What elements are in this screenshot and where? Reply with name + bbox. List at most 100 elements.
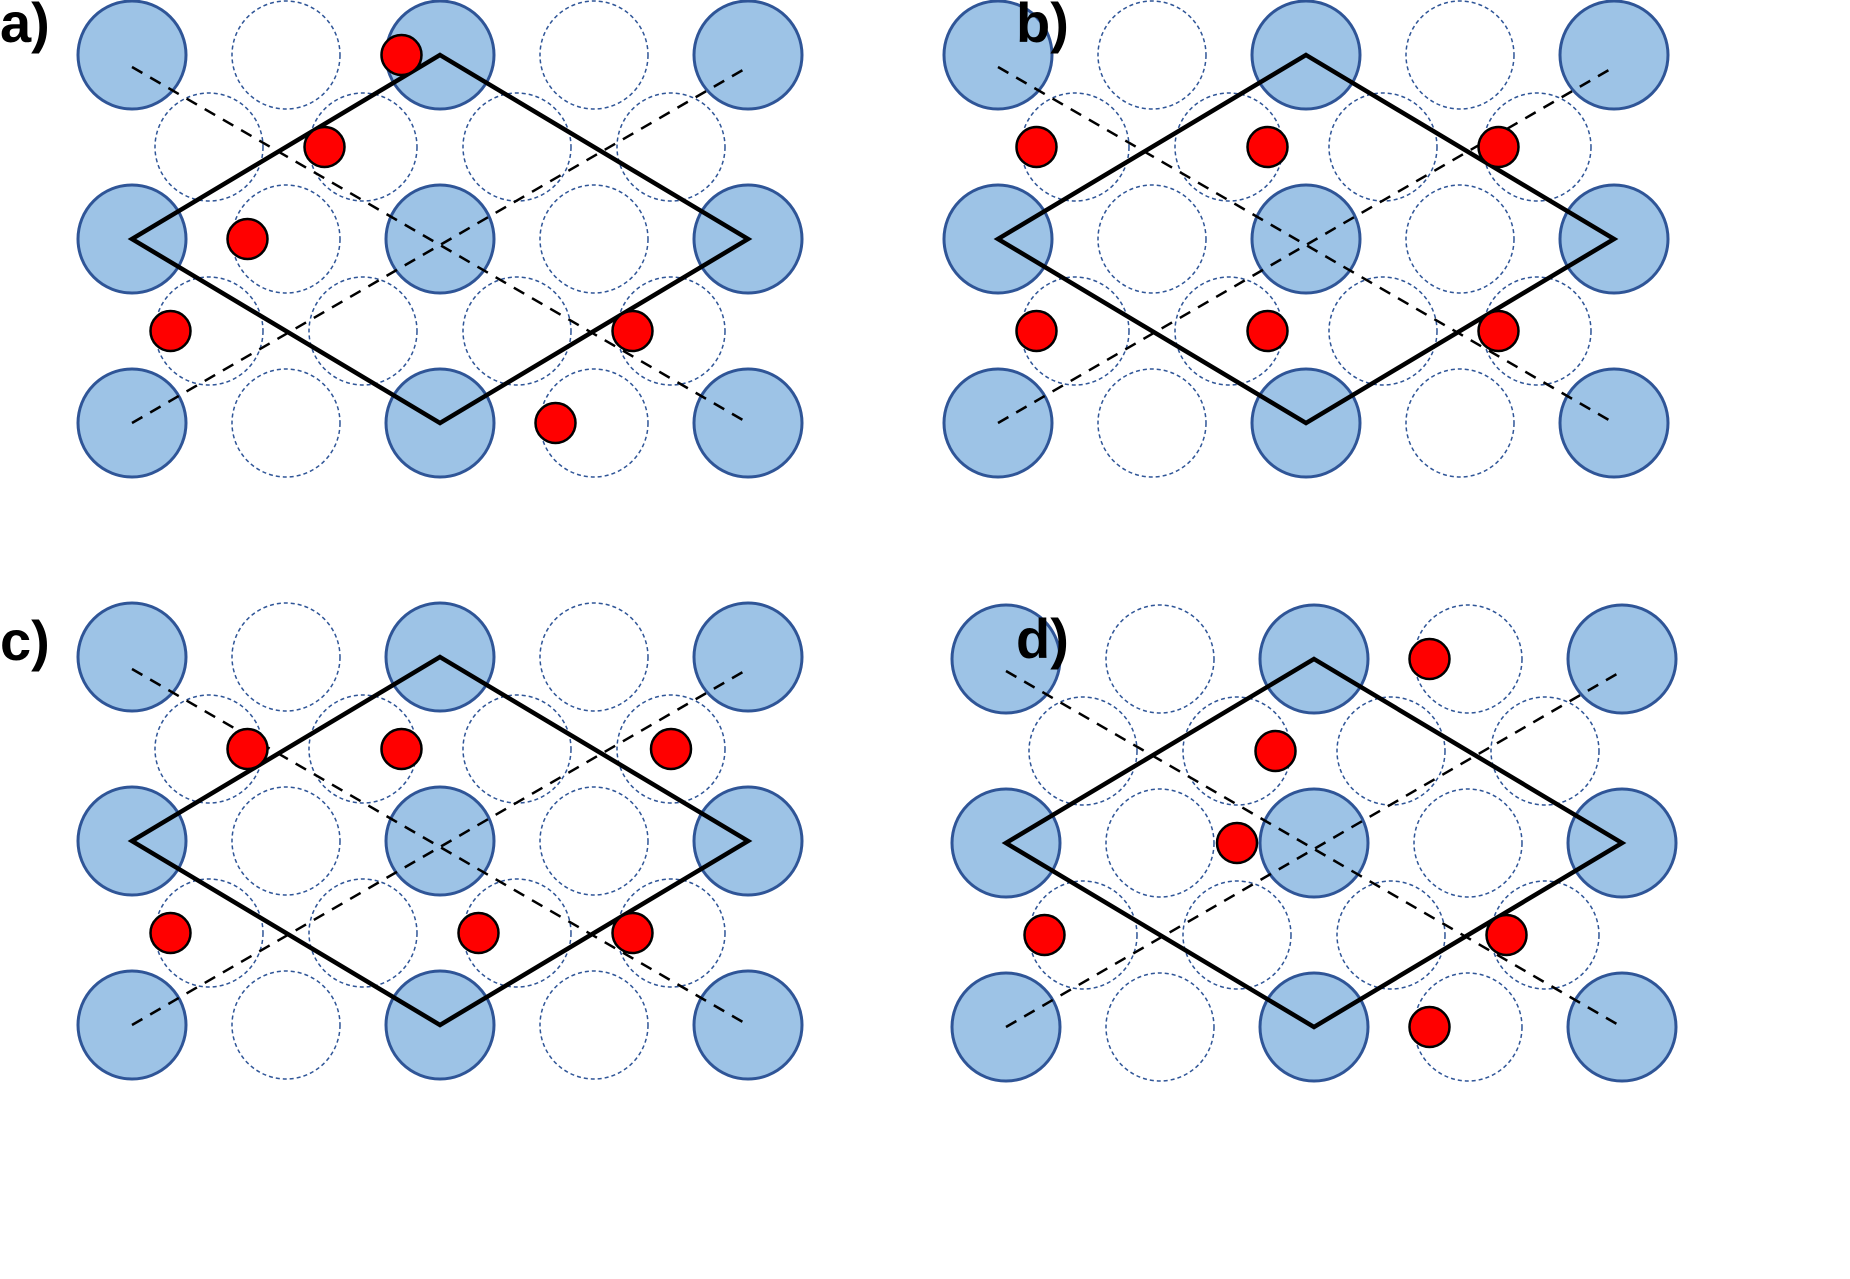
adatom — [226, 727, 269, 771]
empty-site — [154, 92, 264, 202]
empty-site — [231, 0, 341, 110]
adatom — [149, 309, 192, 353]
substrate-lattice — [76, 601, 804, 1081]
substrate-atom — [76, 0, 188, 111]
adatom — [1408, 637, 1451, 681]
adatom — [1246, 309, 1289, 353]
empty-site — [462, 276, 572, 386]
unit-cell — [993, 52, 1619, 426]
adatom — [149, 911, 192, 955]
panel-label: b) — [1016, 0, 1069, 54]
empty-site — [539, 786, 649, 896]
adatom — [1015, 125, 1058, 169]
substrate-atom — [384, 183, 496, 295]
empty-site — [1405, 184, 1515, 294]
empty-site — [1097, 184, 1207, 294]
cell-diagonal — [131, 667, 749, 1027]
adatom — [1015, 309, 1058, 353]
panel-c: c) — [0, 601, 804, 1081]
empty-site — [616, 694, 726, 804]
substrate-atom — [692, 367, 804, 479]
adatom — [1485, 913, 1528, 957]
empty-site — [616, 92, 726, 202]
adatom — [1408, 1005, 1451, 1049]
empty-site — [308, 878, 418, 988]
adatom — [226, 217, 269, 261]
adatom — [611, 309, 654, 353]
panel-label: c) — [0, 609, 50, 672]
empty-site — [1405, 368, 1515, 478]
empty-site — [1328, 92, 1438, 202]
empty-site — [1028, 696, 1138, 806]
adatom — [380, 727, 423, 771]
adatom — [1477, 309, 1520, 353]
adatom — [1215, 821, 1259, 865]
empty-site — [1097, 0, 1207, 110]
substrate-atom — [692, 601, 804, 713]
adatom — [1023, 913, 1066, 957]
substrate-lattice — [76, 0, 804, 479]
cell-diagonal — [131, 65, 749, 425]
substrate-atom — [1258, 787, 1370, 899]
unit-cell-outline — [127, 654, 753, 1028]
panel-d: d) — [950, 603, 1678, 1083]
empty-site — [231, 786, 341, 896]
empty-site — [231, 970, 341, 1080]
unit-cell-outline — [993, 52, 1619, 426]
empty-site — [1405, 0, 1515, 110]
unit-cell — [127, 654, 753, 1028]
cell-diagonal — [131, 65, 749, 425]
empty-site — [308, 276, 418, 386]
substrate-atom — [692, 969, 804, 1081]
substrate-atom — [1566, 603, 1678, 715]
panel-label: d) — [1016, 607, 1069, 670]
empty-site — [1182, 880, 1292, 990]
empty-site — [1336, 696, 1446, 806]
empty-site — [1105, 604, 1215, 714]
substrate-atom — [1566, 971, 1678, 1083]
empty-site — [1097, 368, 1207, 478]
adatom — [534, 401, 577, 445]
panel-b: b) — [942, 0, 1670, 479]
empty-site — [462, 694, 572, 804]
panel-a: a) — [0, 0, 804, 479]
adatom-layer — [149, 727, 693, 955]
cell-diagonal — [1005, 669, 1623, 1029]
empty-site — [231, 368, 341, 478]
empty-site — [231, 602, 341, 712]
empty-site — [1328, 276, 1438, 386]
unit-cell — [1001, 656, 1627, 1030]
empty-site — [1490, 696, 1600, 806]
panel-label: a) — [0, 0, 50, 54]
empty-site — [539, 970, 649, 1080]
unit-cell-outline — [1001, 656, 1627, 1030]
adatom — [611, 911, 654, 955]
substrate-atom — [692, 0, 804, 111]
adatom-layer — [149, 33, 654, 445]
unit-cell — [127, 52, 753, 426]
unit-cell-outline — [127, 52, 753, 426]
adatom — [649, 727, 693, 771]
adatom-layer — [1015, 125, 1520, 353]
substrate-atom — [1250, 183, 1362, 295]
substrate-lattice — [942, 0, 1670, 479]
adatom — [1477, 125, 1520, 169]
adatom-layer — [1023, 637, 1528, 1049]
empty-site — [1105, 972, 1215, 1082]
adatom — [380, 33, 423, 77]
adatom — [457, 911, 500, 955]
adatom — [1254, 729, 1297, 773]
substrate-atom — [1558, 0, 1670, 111]
cell-diagonal — [997, 65, 1615, 425]
empty-site — [1105, 788, 1215, 898]
substrate-atom — [76, 601, 188, 713]
substrate-atom — [384, 785, 496, 897]
empty-site — [539, 602, 649, 712]
empty-site — [462, 92, 572, 202]
adatom — [1246, 125, 1289, 169]
adatom — [303, 125, 346, 169]
empty-site — [1413, 788, 1523, 898]
cell-diagonal — [1005, 669, 1623, 1029]
substrate-atom — [1558, 367, 1670, 479]
